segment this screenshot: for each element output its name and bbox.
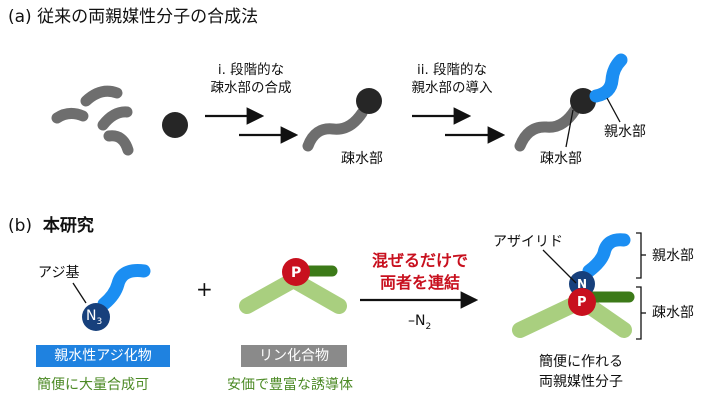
n3-label: N3 bbox=[86, 309, 102, 327]
byproduct-sub: 2 bbox=[425, 321, 432, 332]
label-hydrophobic-b: 疎水部 bbox=[652, 305, 694, 321]
step1-line1: i. 段階的な bbox=[217, 62, 285, 78]
n3-sub: 3 bbox=[96, 316, 103, 327]
azide-box: 親水性アジ化物 bbox=[36, 345, 170, 367]
step2-line2: 親水部の導入 bbox=[411, 79, 493, 96]
n-label: N bbox=[577, 277, 588, 291]
n3-base: N bbox=[86, 308, 97, 324]
step1-label: i. 段階的な 疎水部の合成 bbox=[201, 62, 301, 97]
p-label: P bbox=[291, 265, 302, 281]
step2-label: ii. 段階的な 親水部の導入 bbox=[402, 62, 502, 97]
fragment-group bbox=[51, 85, 188, 156]
azide-molecule bbox=[72, 264, 151, 331]
step1-arrows bbox=[205, 107, 299, 144]
phosphorus-box: リン化合物 bbox=[241, 345, 347, 367]
p-label-product: P bbox=[577, 295, 587, 310]
label-azido-group: アジ基 bbox=[38, 265, 80, 281]
gray-fragment bbox=[51, 107, 89, 124]
p-ball-product bbox=[568, 288, 596, 316]
phosphorus-compound bbox=[239, 258, 347, 314]
label-azaylide: アザイリド bbox=[493, 234, 563, 250]
note-phosphorus: 安価で豊富な誘導体 bbox=[227, 377, 353, 393]
n3-ball bbox=[82, 303, 110, 331]
hydrophobic-intermediate bbox=[302, 88, 382, 152]
amphiphile-product bbox=[512, 233, 635, 338]
panel-a-heading: (a) 従来の両親媒性分子の合成法 bbox=[8, 7, 259, 27]
panel-b-heading: (b) 本研究 bbox=[8, 218, 94, 235]
step2-arrows bbox=[412, 107, 506, 144]
label-hydrophilic-b: 親水部 bbox=[652, 248, 694, 264]
product-line1: 簡便に作れる bbox=[539, 354, 623, 370]
reaction-label: 混ぜるだけで 両者を連結 bbox=[365, 250, 475, 293]
label-hydrophobic-intermediate: 疎水部 bbox=[341, 151, 383, 167]
panel-b-prefix: (b) bbox=[8, 216, 33, 236]
byproduct-label: –N2 bbox=[408, 314, 431, 332]
product-caption: 簡便に作れる 両親媒性分子 bbox=[533, 352, 629, 393]
black-ball bbox=[162, 112, 188, 138]
byproduct-base: –N bbox=[408, 313, 426, 329]
reaction-line1: 混ぜるだけで bbox=[371, 251, 468, 270]
gray-fragment bbox=[97, 106, 133, 131]
note-azide: 簡便に大量合成可 bbox=[37, 377, 149, 393]
amphiphile-a bbox=[514, 53, 628, 152]
gray-fragment bbox=[103, 130, 134, 156]
label-hydrophilic-a: 親水部 bbox=[604, 124, 646, 140]
product-line2: 両親媒性分子 bbox=[539, 374, 623, 391]
step2-line1: ii. 段階的な bbox=[416, 62, 488, 78]
region-brackets bbox=[636, 232, 646, 340]
p-ball bbox=[282, 258, 310, 286]
plus-sign: + bbox=[196, 277, 213, 301]
panel-b-title: 本研究 bbox=[42, 216, 94, 236]
step1-line2: 疎水部の合成 bbox=[210, 79, 292, 96]
gray-fragment bbox=[80, 85, 123, 107]
reaction-line2: 両者を連結 bbox=[379, 272, 460, 292]
label-hydrophobic-a: 疎水部 bbox=[540, 151, 582, 167]
